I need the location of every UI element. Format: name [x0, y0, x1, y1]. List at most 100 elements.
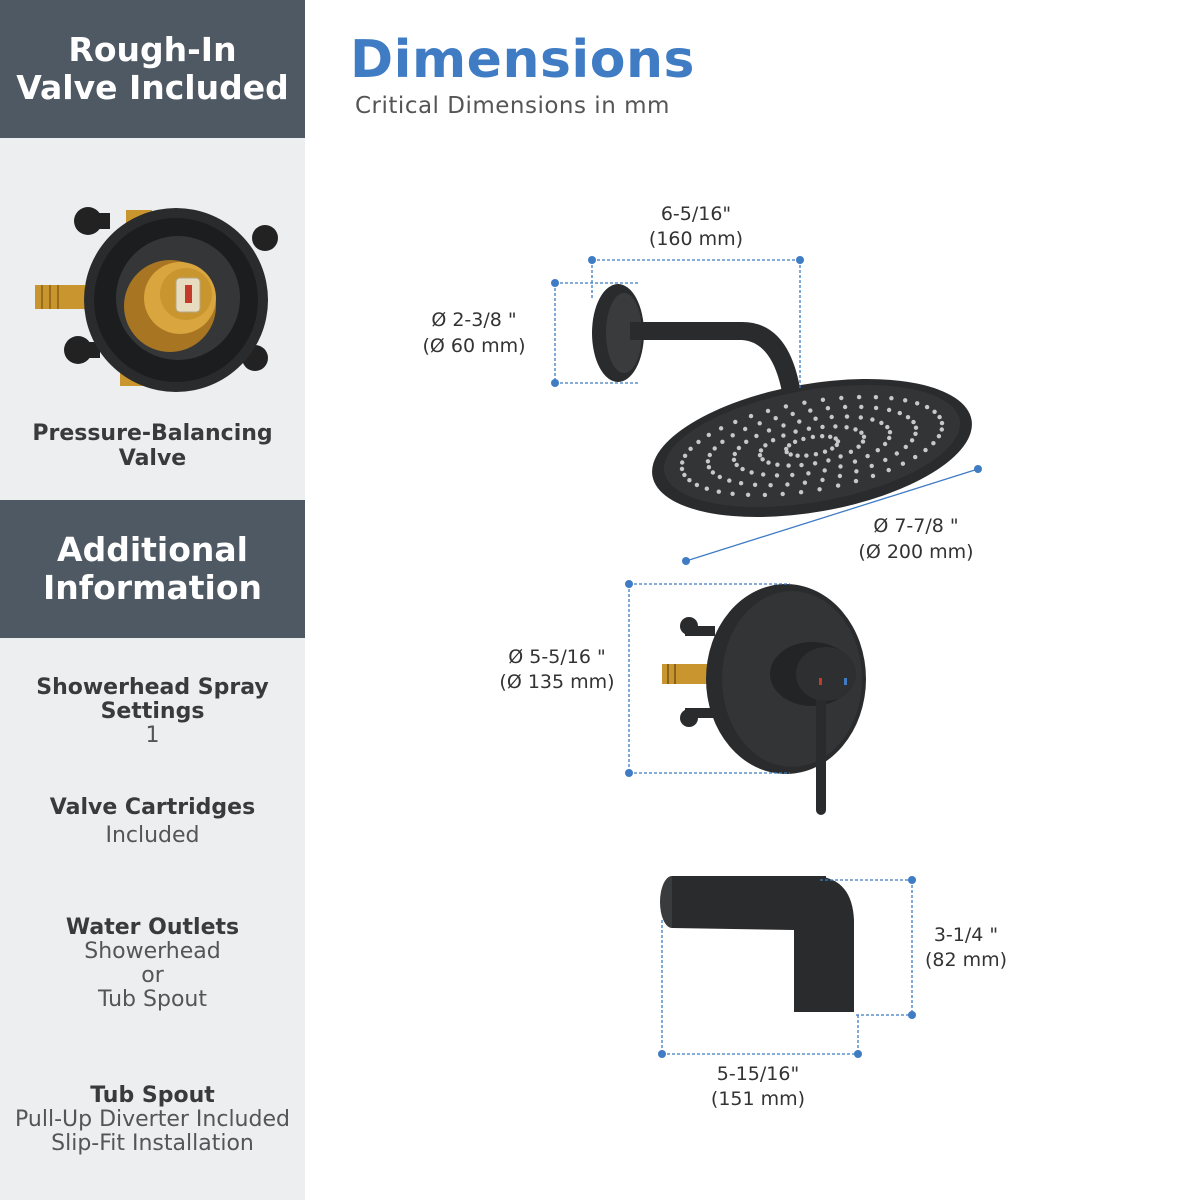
nozzle-dot	[804, 453, 809, 458]
nozzle-dot	[939, 427, 944, 432]
nozzle-dot	[937, 414, 942, 420]
nozzle-dot	[887, 435, 892, 441]
nozzle-dot	[766, 460, 771, 465]
nozzle-dot	[897, 410, 902, 416]
tub-spout-drawing	[660, 876, 854, 1012]
nozzle-dot	[732, 451, 737, 457]
nozzle-dot	[734, 462, 739, 468]
nozzle-dot	[883, 457, 888, 463]
nozzle-dot	[785, 482, 790, 487]
nozzle-dot	[834, 442, 839, 448]
nozzle-dot	[873, 405, 879, 411]
spout-height-inch: 3-1/4 "	[934, 924, 998, 946]
nozzle-dot	[792, 439, 798, 444]
nozzle-dot	[931, 441, 936, 446]
nozzle-dot	[822, 449, 828, 454]
showerhead-inch: Ø 7-7/8 "	[873, 515, 958, 537]
nozzle-dot	[820, 477, 825, 483]
nozzle-dot	[817, 487, 822, 492]
nozzle-dot	[748, 413, 754, 419]
page-subtitle: Critical Dimensions in mm	[355, 93, 670, 119]
nozzle-dot	[879, 420, 884, 426]
nozzle-dot	[915, 401, 920, 406]
nozzle-dot	[826, 458, 831, 463]
nozzle-dot	[757, 453, 763, 458]
nozzle-dot	[749, 470, 754, 475]
nozzle-dot	[865, 453, 870, 459]
nozzle-dot	[923, 447, 928, 453]
nozzle-dot	[682, 472, 687, 478]
nozzle-dot	[790, 472, 795, 478]
arm-length-mm: (160 mm)	[649, 228, 743, 250]
nozzle-dot	[680, 460, 685, 465]
nozzle-dot	[762, 492, 768, 498]
nozzle-dot	[833, 424, 838, 429]
nozzle-dot	[820, 424, 825, 430]
nozzle-dot	[854, 469, 859, 474]
nozzle-dot	[894, 451, 899, 456]
nozzle-dot	[679, 466, 685, 472]
nozzle-dot	[828, 434, 833, 439]
nozzle-dot	[768, 483, 773, 488]
rough-in-header-line2: Valve Included	[16, 68, 289, 107]
nozzle-dot	[913, 431, 918, 436]
nozzle-dot	[696, 439, 701, 445]
nozzle-dot	[856, 394, 862, 400]
nozzle-dot	[913, 425, 919, 430]
nozzle-dot	[936, 434, 942, 439]
nozzle-dot	[924, 404, 930, 410]
nozzle-dot	[822, 468, 827, 473]
nozzle-dot	[853, 478, 859, 484]
nozzle-dot	[758, 448, 764, 453]
nozzle-dot	[887, 430, 893, 435]
brass-inlet-left	[35, 285, 85, 309]
info-title: Water Outlets	[65, 915, 240, 940]
valve-caption-line1: Pressure-Balancing	[32, 421, 273, 446]
nozzle-dot	[736, 445, 742, 451]
valve-caption-line2: Valve	[118, 446, 187, 471]
nozzle-dot	[740, 466, 745, 472]
rough-in-valve-image	[35, 207, 278, 392]
nozzle-dot	[875, 448, 880, 453]
nozzle-dot	[859, 430, 864, 435]
nozzle-dot	[861, 434, 867, 439]
nozzle-dot	[716, 489, 721, 494]
nozzle-dot	[757, 421, 762, 426]
nozzle-dot	[870, 417, 875, 422]
nozzle-dot	[694, 482, 700, 488]
nozzle-dot	[842, 404, 848, 410]
additional-info-header-line1: Additional	[57, 530, 248, 569]
nozzle-dot	[717, 474, 722, 480]
info-title: Tub Spout	[90, 1083, 215, 1108]
nozzle-dot	[704, 486, 709, 491]
nozzle-dot	[848, 449, 854, 454]
info-spray-settings: Showerhead Spray Settings 1	[0, 676, 305, 748]
info-value: Showerhead	[84, 939, 221, 964]
nozzle-dot	[682, 453, 688, 458]
info-value: Tub Spout	[98, 987, 207, 1012]
showerhead-mm: (Ø 200 mm)	[858, 541, 973, 563]
nozzle-dot	[844, 414, 850, 419]
rough-in-header-line1: Rough-In	[68, 30, 237, 69]
rough-in-header: Rough-In Valve Included	[0, 0, 305, 138]
nozzle-dot	[763, 443, 768, 448]
nozzle-dot	[839, 395, 844, 401]
nozzle-dot	[765, 408, 771, 414]
nozzle-dot	[795, 453, 800, 458]
nozzle-dot	[774, 473, 780, 478]
nozzle-dot	[745, 492, 751, 497]
nozzle-dot	[786, 463, 791, 468]
nozzle-dot	[731, 457, 737, 462]
nozzle-dot	[797, 419, 802, 424]
shower-arm-drawing	[592, 284, 800, 392]
valve-caption: Pressure-Balancing Valve	[0, 421, 305, 471]
nozzle-dot	[783, 404, 789, 409]
nozzle-dot	[859, 404, 864, 410]
nozzle-dot	[806, 426, 812, 431]
nozzle-dot	[806, 471, 811, 476]
info-value: Included	[105, 823, 200, 848]
flange-mm: (Ø 60 mm)	[422, 335, 525, 357]
info-value: or	[141, 963, 164, 988]
nozzle-dot	[781, 433, 786, 438]
